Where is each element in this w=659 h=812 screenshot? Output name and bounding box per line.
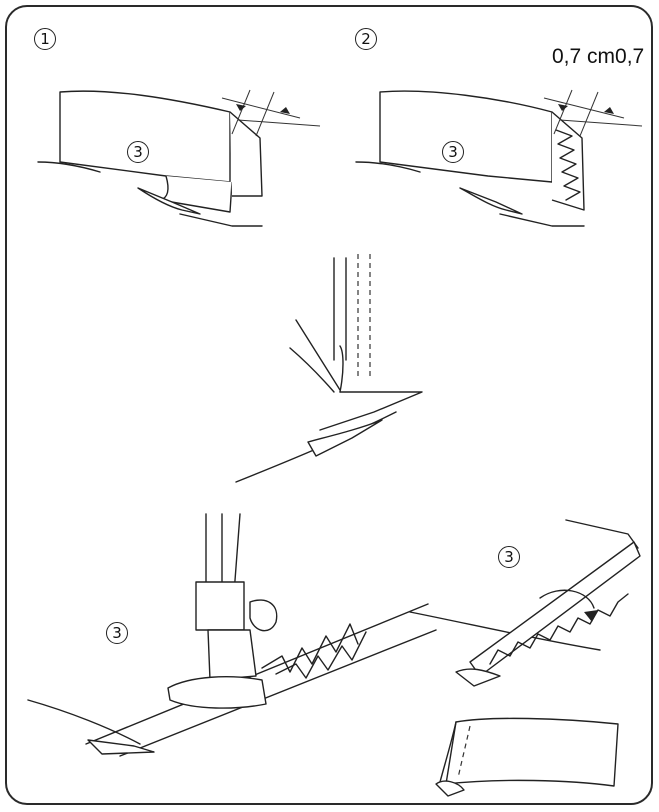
part-label-fig2: 3 — [442, 141, 464, 163]
fabric-fold-step-1 — [37, 89, 321, 227]
part-label-fig4: 3 — [106, 622, 128, 644]
part-label-fig5: 3 — [498, 546, 520, 568]
step-1-number: 1 — [34, 28, 56, 50]
part-label-fig1: 3 — [127, 141, 149, 163]
fabric-fold-step-2 — [355, 89, 643, 227]
presser-foot-figure — [27, 513, 437, 757]
step-2-number: 2 — [355, 28, 377, 50]
needle-fold-figure — [235, 254, 423, 483]
turned-hem-figure — [409, 519, 641, 687]
hem-measurement-label: 0,7 cm0,7 — [552, 45, 645, 68]
finished-hem-swatch — [435, 717, 619, 797]
